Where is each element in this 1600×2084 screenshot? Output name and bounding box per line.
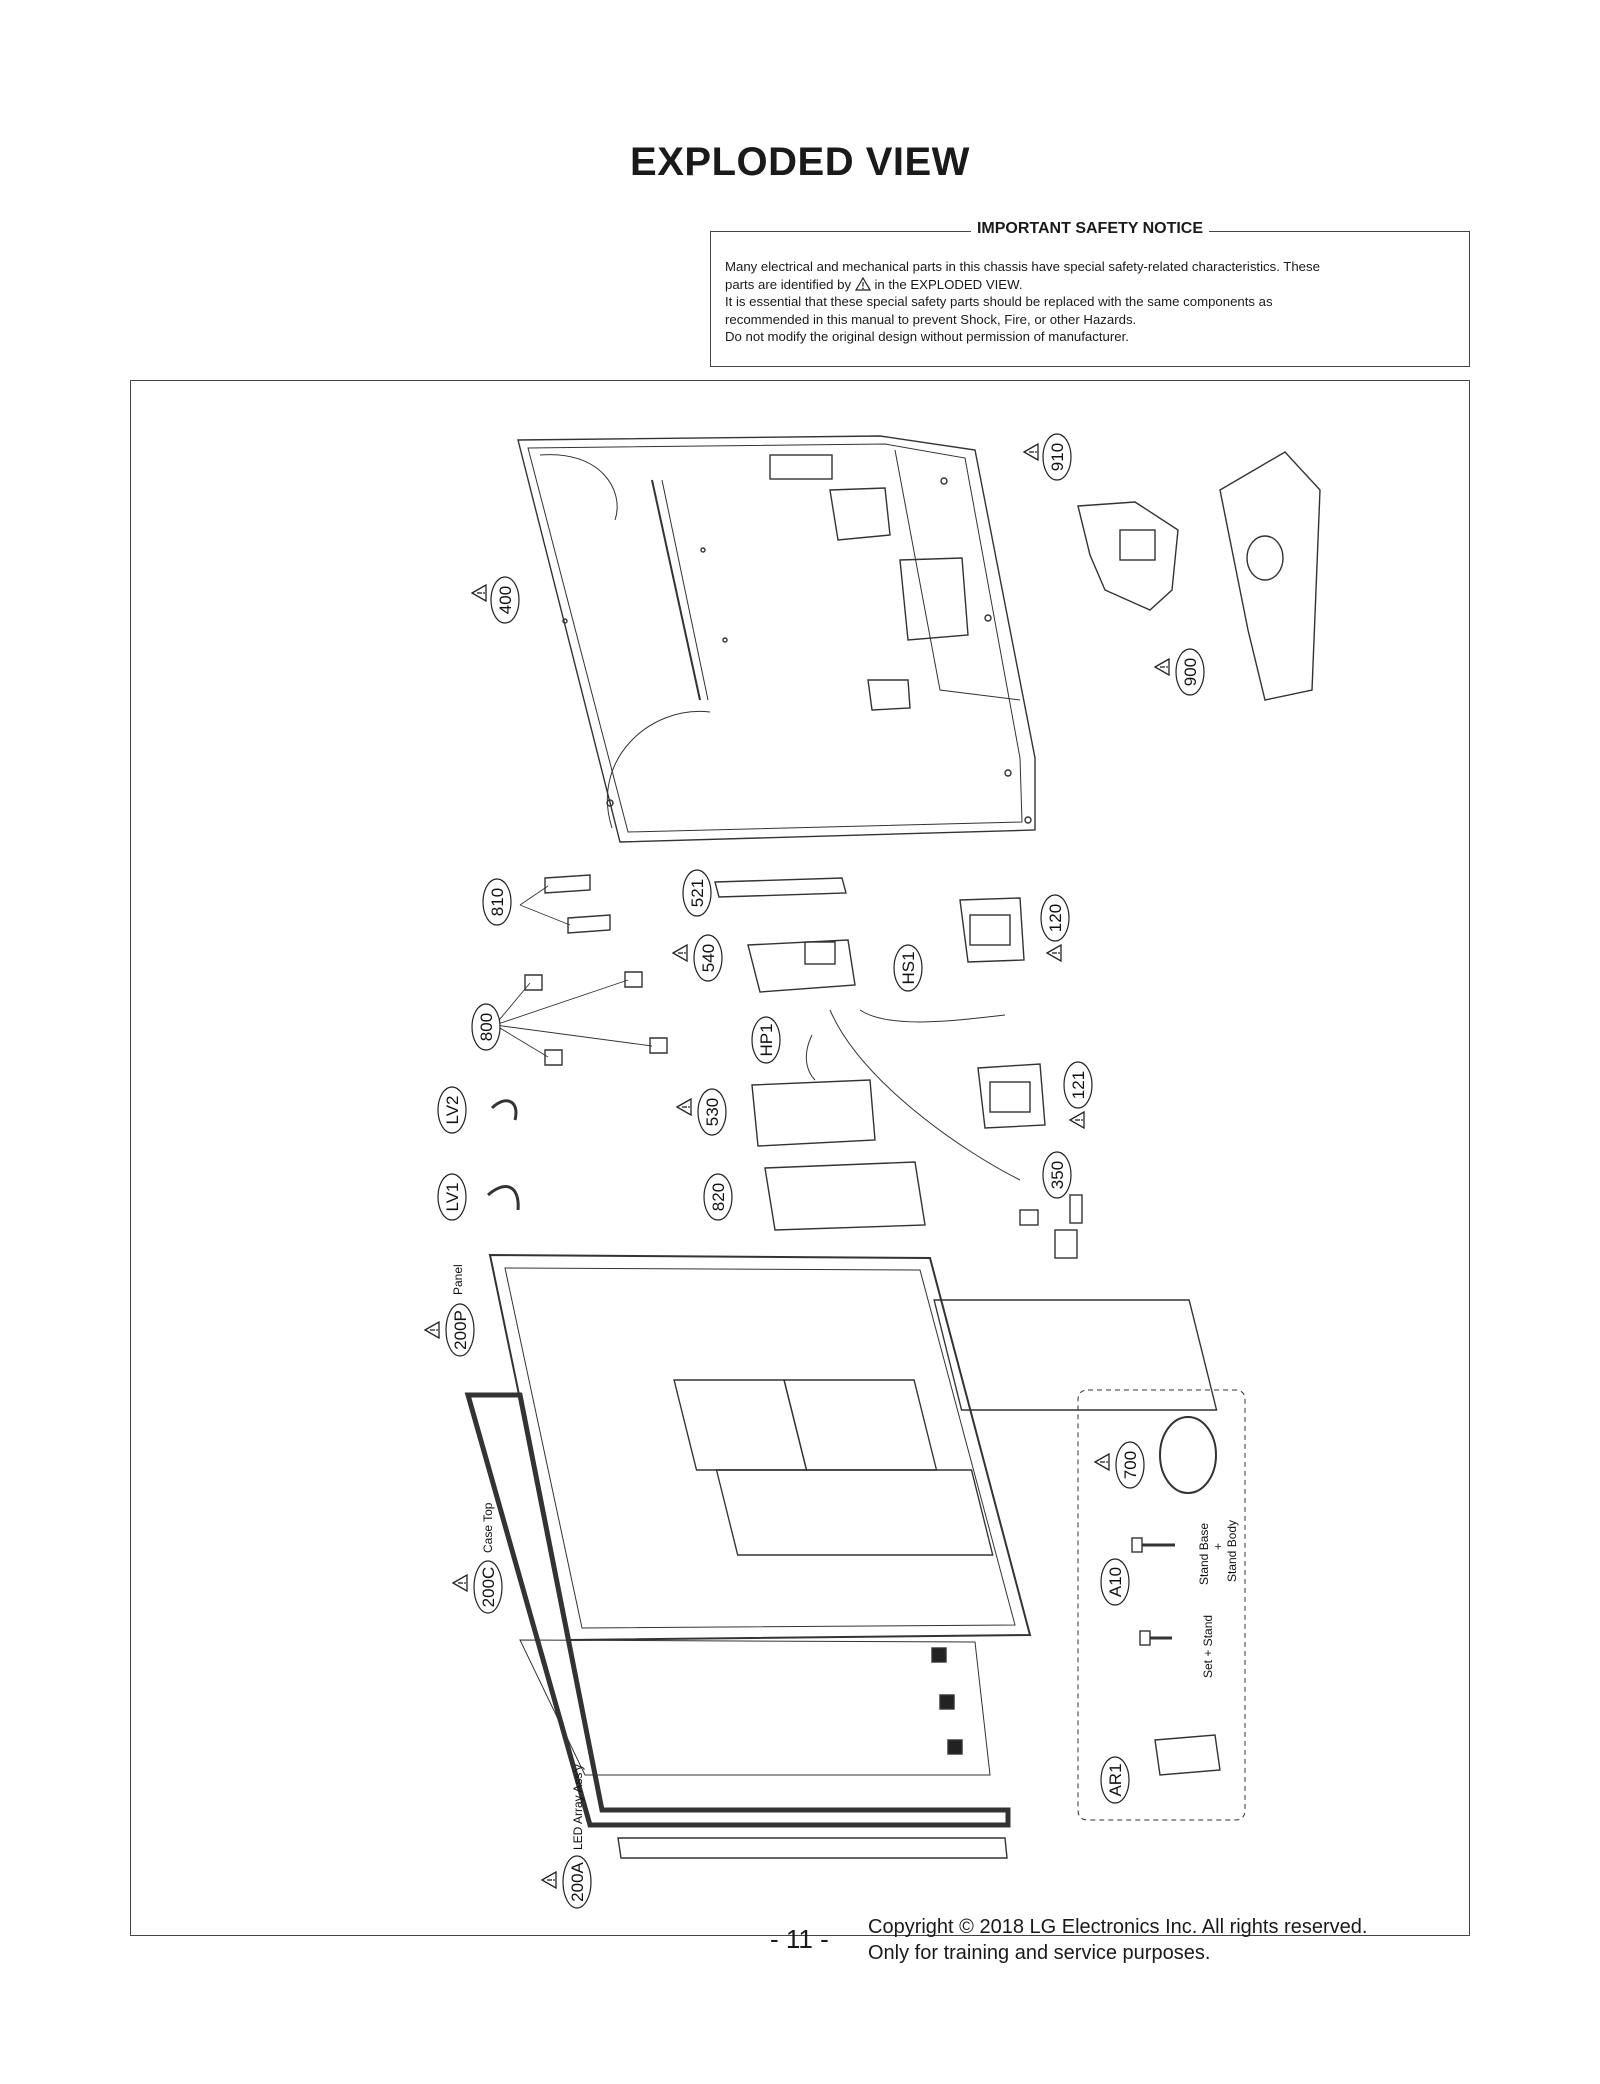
page-title: EXPLODED VIEW [630, 140, 970, 184]
screws-a10-part [1131, 1537, 1175, 1646]
speaker-120-part [959, 897, 1025, 963]
speaker-121-part [977, 1063, 1046, 1129]
label-350: 350 [1048, 1161, 1067, 1189]
label-530: 530 [703, 1098, 722, 1126]
power-cord-700-part [1159, 1416, 1217, 1494]
caption-stand-base: Stand Base [1197, 1523, 1211, 1585]
label-540: 540 [699, 944, 718, 972]
notice-line-3: It is essential that these special safet… [725, 294, 1273, 309]
notice-line-1: Many electrical and mechanical parts in … [725, 259, 1320, 274]
cable-lv1-part [487, 1185, 520, 1211]
label-lv2: LV2 [443, 1096, 462, 1125]
caption-case-top: Case Top [481, 1502, 495, 1553]
stand-body-part [1077, 501, 1179, 611]
label-910: 910 [1048, 443, 1067, 471]
bracket-810-part [519, 874, 611, 934]
caption-stand-body: Stand Body [1225, 1520, 1239, 1582]
cable-lv2-part [490, 1099, 518, 1121]
label-hp1: HP1 [757, 1023, 776, 1056]
notice-line-5: Do not modify the original design withou… [725, 329, 1129, 344]
caption-led-array: LED Array Ass'y [571, 1764, 585, 1850]
diagram-frame [130, 380, 1470, 1936]
label-ar1: AR1 [1106, 1763, 1125, 1796]
label-200p: 200P [451, 1310, 470, 1350]
page-number: - 11 - [770, 1924, 829, 1954]
label-200a: 200A [568, 1861, 587, 1901]
notice-line-4: recommended in this manual to prevent Sh… [725, 311, 1137, 327]
insulator-820-part [764, 1161, 926, 1231]
caption-plus: + [1211, 1543, 1225, 1550]
remote-ar1-part [1154, 1734, 1221, 1776]
safety-notice: IMPORTANT SAFETY NOTICE Many electrical … [710, 220, 1470, 367]
holder-800-part [494, 971, 668, 1066]
label-121: 121 [1069, 1071, 1088, 1099]
part-521 [714, 877, 847, 898]
label-120: 120 [1046, 904, 1065, 932]
label-700: 700 [1121, 1451, 1140, 1479]
label-800: 800 [477, 1013, 496, 1041]
caption-set-stand: Set + Stand [1201, 1615, 1215, 1678]
label-810: 810 [488, 888, 507, 916]
main-board-part [747, 939, 856, 993]
case-top-200c-part [464, 1392, 1011, 1828]
stand-base-part [1219, 451, 1321, 701]
label-a10: A10 [1106, 1567, 1125, 1597]
label-400: 400 [496, 586, 515, 614]
power-board-part [751, 1079, 876, 1147]
cable-hs1-part [859, 1009, 1006, 1023]
led-array-200a-part [519, 1639, 1008, 1859]
safety-notice-body: Many electrical and mechanical parts in … [725, 258, 1455, 346]
warning-triangle-icon [854, 276, 871, 291]
accessory-box [1077, 1389, 1246, 1821]
caption-panel: Panel [451, 1264, 465, 1295]
label-521: 521 [688, 879, 707, 907]
label-hs1: HS1 [899, 951, 918, 984]
label-900: 900 [1181, 658, 1200, 686]
footer-copyright: Copyright © 2018 LG Electronics Inc. All… [868, 1916, 1368, 1964]
cable-hp1-part [805, 1034, 816, 1081]
label-820: 820 [709, 1183, 728, 1211]
notice-line-2: parts are identified by in the EXPLODED … [725, 276, 1023, 292]
label-200c: 200C [479, 1567, 498, 1608]
ir-board-350-part [1019, 1194, 1083, 1259]
safety-notice-title: IMPORTANT SAFETY NOTICE [970, 220, 1210, 237]
back-cover-part [517, 435, 1036, 843]
label-lv1: LV1 [443, 1183, 462, 1212]
